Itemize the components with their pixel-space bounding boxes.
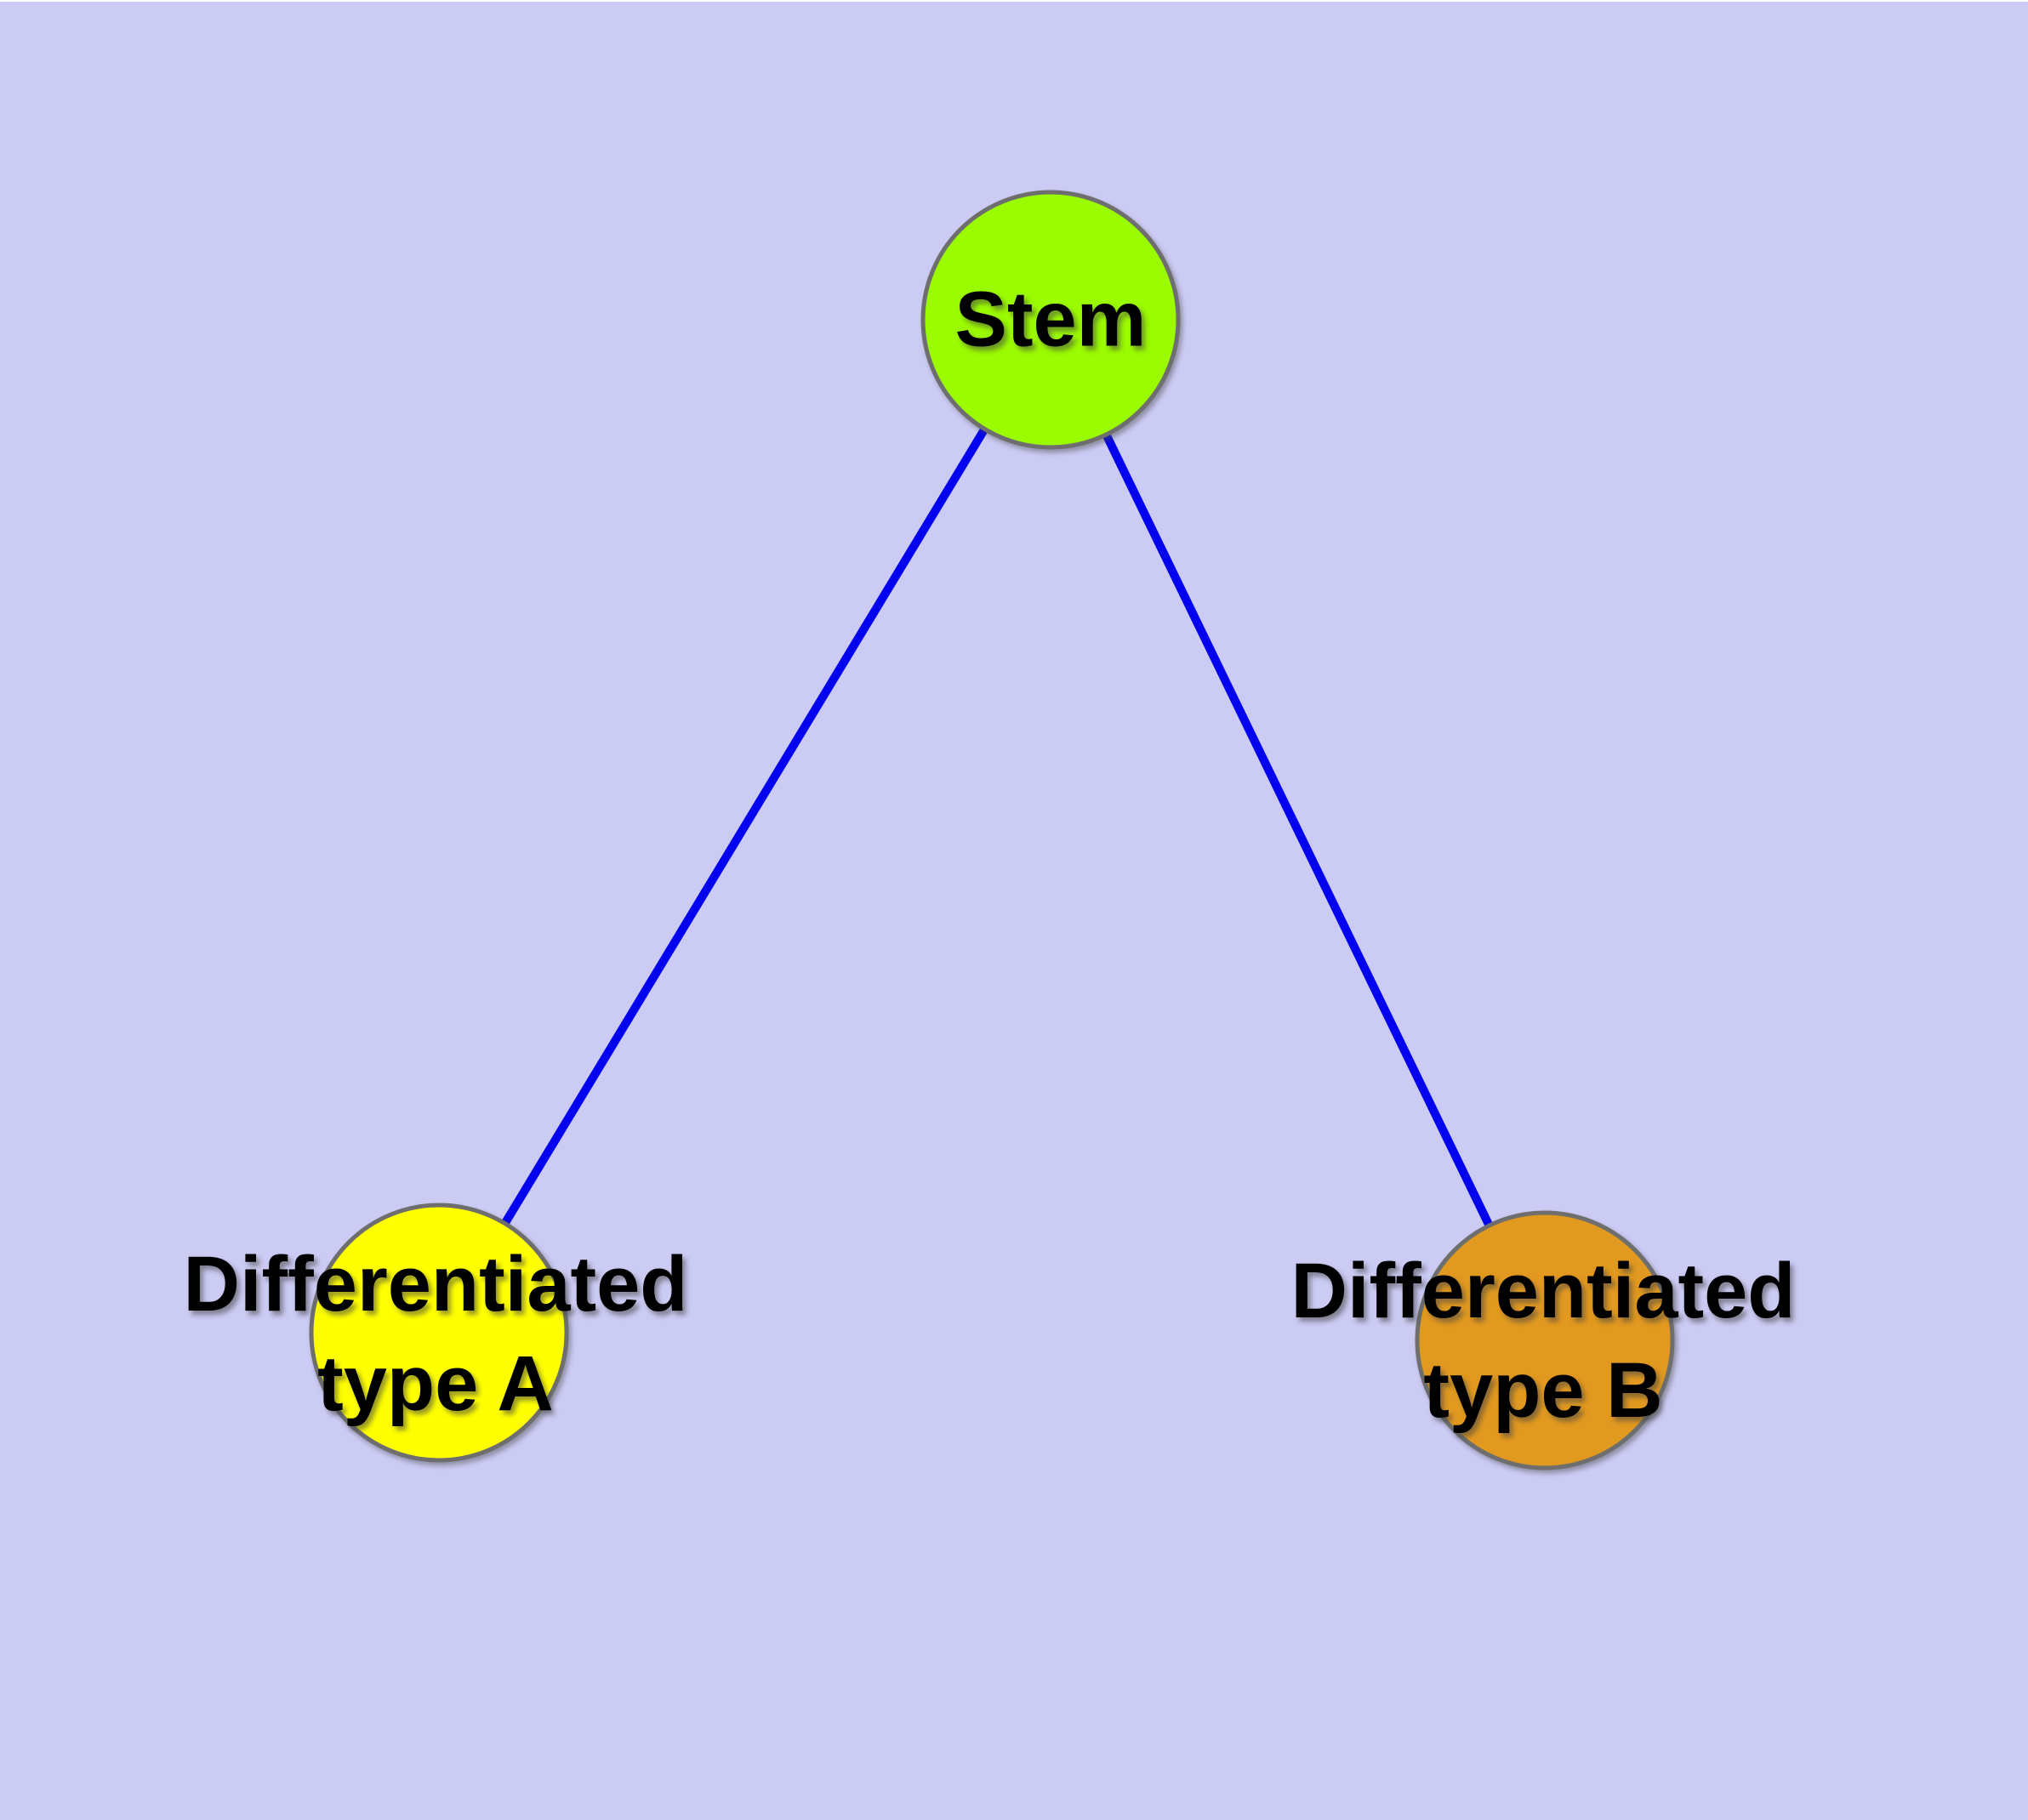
node-type-b-circle xyxy=(1415,1210,1675,1470)
edge-stem-to-type-a xyxy=(435,317,1055,1335)
node-stem-circle xyxy=(920,190,1181,450)
node-type-a-circle xyxy=(309,1203,569,1463)
edge-stem-to-type-b xyxy=(1046,317,1549,1343)
